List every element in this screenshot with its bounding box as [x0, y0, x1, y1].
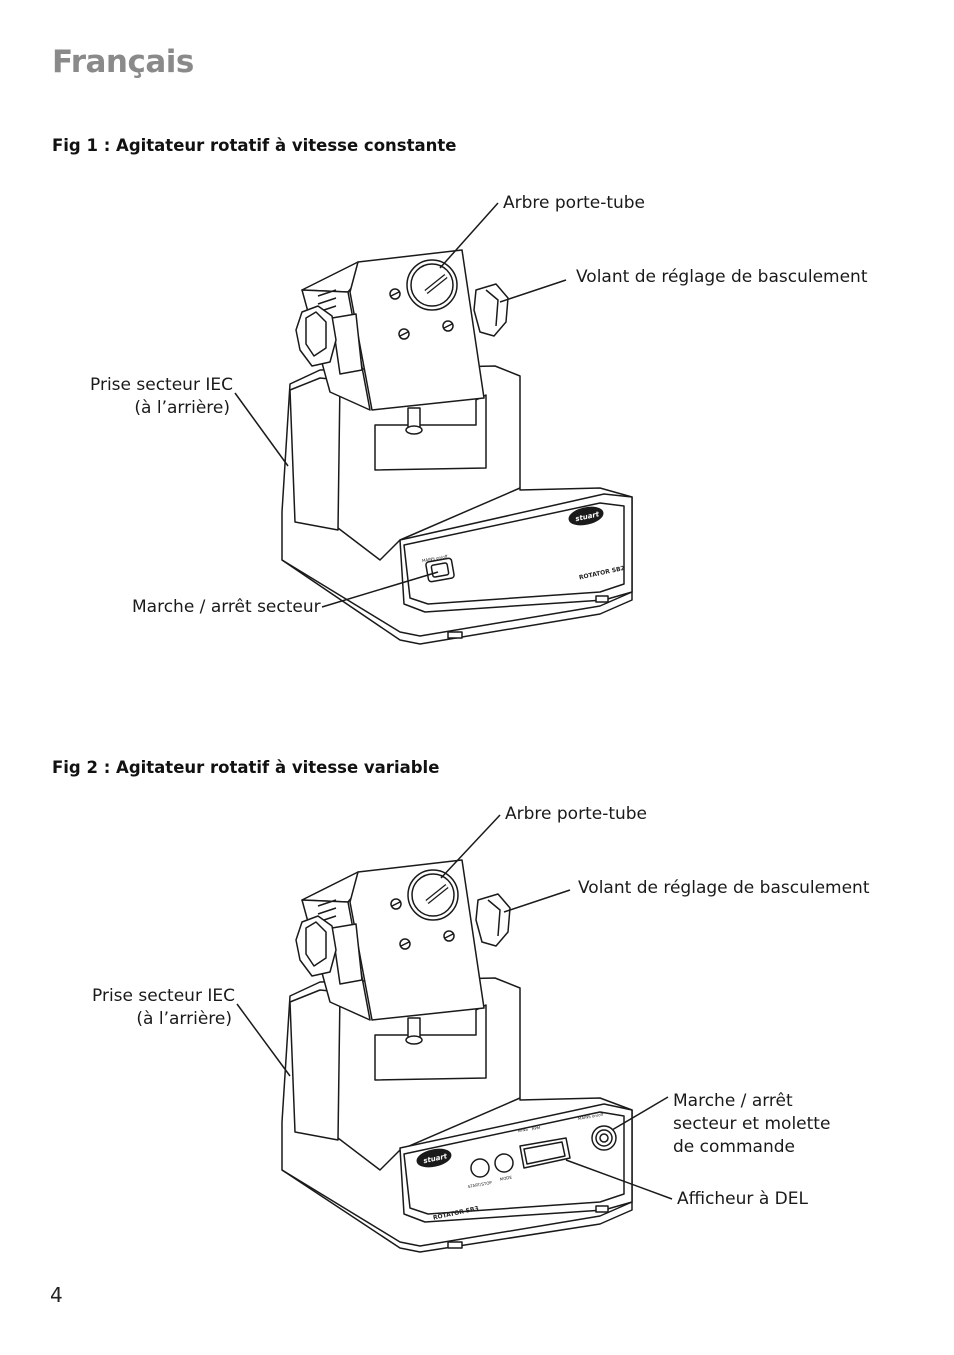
fig2-label-iec-socket: Prise secteur IEC (à l’arrière) [92, 985, 235, 1031]
fig2-caption: Fig 2 : Agitateur rotatif à vitesse vari… [52, 758, 440, 777]
fig1-caption: Fig 1 : Agitateur rotatif à vitesse cons… [52, 136, 457, 155]
fig2-btn-left-label: START/STOP [467, 1180, 492, 1189]
fig1-rotator-drawing: stuart ROTATOR SB2 MAINS on/off [0, 0, 954, 700]
fig2-disp-left-label: MINS [517, 1127, 528, 1134]
fig2-leader-tilt-knob [504, 890, 570, 912]
fig1-switch-label: MAINS on/off [422, 554, 448, 563]
page-heading: Français [52, 44, 194, 80]
fig1-label-tilt-knob: Volant de réglage de basculement [576, 267, 868, 287]
fig2-label-mains-control: Marche / arrêt secteur et molette de com… [673, 1090, 830, 1159]
fig1-label-mains-switch: Marche / arrêt secteur [132, 597, 321, 617]
fig2-leader-led [566, 1160, 672, 1199]
fig1-label-iec-line1: Prise secteur IEC [90, 375, 233, 395]
page-number: 4 [50, 1283, 63, 1307]
fig2-label-tilt-knob: Volant de réglage de basculement [578, 878, 870, 898]
fig2-switch-label: MAINS on/off [577, 1112, 603, 1121]
fig2-leader-tube-shaft [441, 815, 500, 878]
fig1-leader-iec [235, 393, 288, 466]
fig1-label-tube-shaft: Arbre porte-tube [503, 193, 646, 213]
fig2-leader-mains-control [612, 1097, 668, 1130]
fig2-leader-iec [237, 1004, 290, 1076]
fig2-label-mains-line2: secteur et molette [673, 1114, 831, 1134]
fig2-label-iec-line1: Prise secteur IEC [92, 986, 235, 1006]
fig2-label-led-display: Afficheur à DEL [677, 1189, 808, 1209]
fig2-disp-right-label: RPM [531, 1125, 541, 1132]
fig1-leader-mains [322, 572, 438, 607]
fig2-label-mains-line1: Marche / arrêt [673, 1091, 793, 1111]
fig1-label-iec-line2: (à l’arrière) [134, 398, 230, 418]
fig2-label-iec-line2: (à l’arrière) [136, 1009, 232, 1029]
fig2-btn-right-label: MODE [499, 1175, 512, 1182]
fig2-label-mains-line3: de commande [673, 1137, 795, 1157]
fig1-leader-tilt-knob [500, 280, 566, 302]
fig1-label-iec-socket: Prise secteur IEC (à l’arrière) [90, 374, 233, 420]
fig2-rotator-drawing: stuart ROTATOR SB3 MAINS on/off START/ST… [0, 0, 954, 1300]
fig2-label-tube-shaft: Arbre porte-tube [505, 804, 648, 824]
fig1-leader-tube-shaft [440, 203, 498, 268]
